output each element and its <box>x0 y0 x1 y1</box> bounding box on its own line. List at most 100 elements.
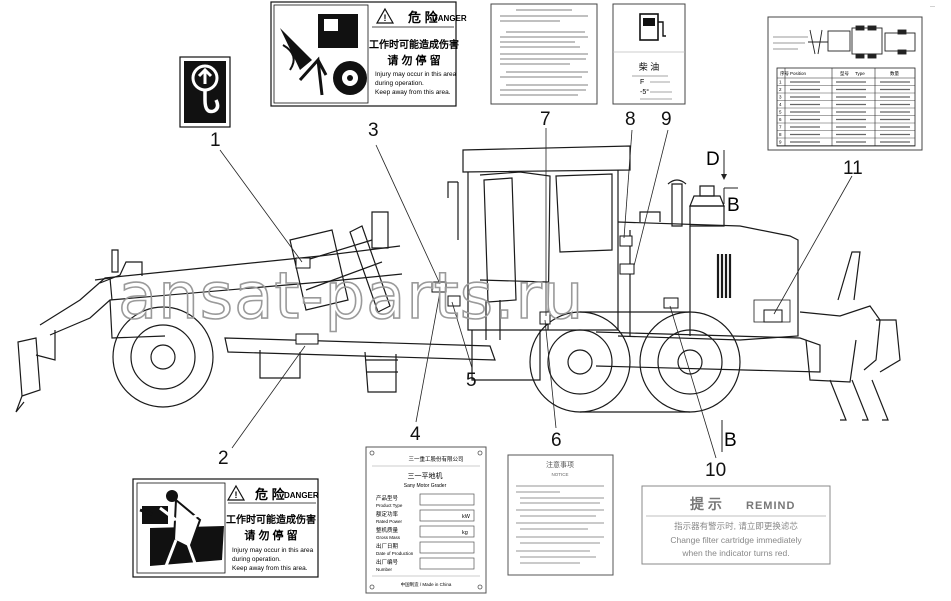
nameplate-company: 三一重工股份有限公司 <box>408 455 463 463</box>
hook-icon <box>191 64 220 114</box>
notice-title-en: NOTICE <box>551 472 568 477</box>
nameplate-row-label-cn: 出厂日期 <box>376 542 399 550</box>
danger-bottom-line3: Injury may occur in this area <box>232 547 314 554</box>
crushing-hazard-icon <box>139 490 224 567</box>
callout-1: 1 <box>210 130 221 151</box>
danger-line4: during operation. <box>375 80 424 87</box>
callout-2: 2 <box>218 448 229 469</box>
callout-leader-lines <box>219 128 853 459</box>
remind-line2: Change filter cartridge immediately <box>670 535 802 545</box>
notice-title-cn: 注意事项 <box>546 460 574 469</box>
nameplate-footer: 中国制造 / Made in China <box>401 581 452 588</box>
table-row-number: 4 <box>779 102 782 107</box>
nameplate-value-box <box>419 493 475 506</box>
danger-title-en: DANGER <box>432 14 467 23</box>
grader-blade-hazard-icon <box>280 14 367 96</box>
nameplate-value-box <box>419 557 475 570</box>
danger-line1: 工作时可能造成伤害 <box>369 38 459 51</box>
corner-mark: — <box>930 4 935 10</box>
table-header-no: 序号 <box>780 70 789 77</box>
remind-title-en: REMIND <box>746 500 795 512</box>
remind-line3: when the indicator turns red. <box>681 548 789 558</box>
danger-line3: Injury may occur in this area <box>375 71 457 78</box>
nameplate-row-unit: kg <box>462 530 468 536</box>
table-row-number: 8 <box>779 132 782 137</box>
danger-line2: 请 勿 停 留 <box>387 53 440 67</box>
danger-bottom-line5: Keep away from this area. <box>232 565 308 572</box>
nameplate-row-label-en: Gross Mass <box>376 535 401 540</box>
fuel-line2: -5° <box>640 88 649 96</box>
callout-6: 6 <box>551 430 562 451</box>
table-header-type: Type <box>855 71 865 76</box>
motor-grader-drawing <box>15 145 901 421</box>
callout-7: 7 <box>540 109 551 130</box>
nameplate-row-label-en: Date of Production <box>376 551 414 556</box>
lifting-hook-decal <box>179 56 231 128</box>
remind-title-cn: 提 示 <box>690 496 722 512</box>
danger-bottom-title-en: DANGER <box>284 491 319 500</box>
table-header-model: 型号 <box>840 70 849 77</box>
nameplate-row-label-en: Number <box>376 567 393 572</box>
danger-bottom-line1: 工作时可能造成伤害 <box>226 513 316 526</box>
instruction-label-7 <box>490 3 598 105</box>
svg-text:!: ! <box>235 490 238 500</box>
danger-label-bottom: ! 危 险 DANGER 工作时可能造成伤害 请 勿 停 留 Injury ma… <box>132 478 319 578</box>
callout-10: 10 <box>705 460 726 481</box>
nameplate-value-box <box>419 525 475 538</box>
callout-8: 8 <box>625 109 636 130</box>
section-b-bottom: B <box>724 430 737 451</box>
danger-title-cn: 危 险 <box>408 10 439 25</box>
fuel-title: 柴 油 <box>639 61 660 72</box>
danger-bottom-line4: during operation. <box>232 556 281 563</box>
nameplate-value-box <box>419 509 475 522</box>
table-row-number: 1 <box>779 80 782 85</box>
section-d: D <box>706 149 720 170</box>
table-row-number: 6 <box>779 117 782 122</box>
product-nameplate: 三一重工股份有限公司 三一平地机 Sany Motor Grader 产品型号P… <box>365 446 487 594</box>
notice-label: 注意事项 NOTICE <box>507 454 614 576</box>
svg-text:!: ! <box>384 13 387 23</box>
table-row-number: 2 <box>779 87 782 92</box>
warning-triangle-icon: ! <box>375 7 395 24</box>
table-row-number: 9 <box>779 140 782 145</box>
nameplate-row-label-cn: 产品型号 <box>376 494 399 502</box>
nameplate-row-label-en: Rated Power <box>376 519 403 524</box>
table-row-number: 3 <box>779 95 782 100</box>
callout-5: 5 <box>466 370 477 391</box>
table-row-number: 7 <box>779 125 782 130</box>
table-header-qty: 数量 <box>890 70 899 77</box>
fuel-pump-icon <box>639 13 666 41</box>
danger-line5: Keep away from this area. <box>375 89 451 96</box>
danger-label-top: ! 危 险 DANGER 工作时可能造成伤害 请 勿 停 留 Injury ma… <box>270 1 467 107</box>
decal-markers-on-machine <box>295 235 783 345</box>
section-b-top: B <box>727 195 740 216</box>
callout-numbers: 1 2 3 4 5 6 7 8 9 10 11 <box>210 109 863 481</box>
nameplate-row-label-cn: 出厂编号 <box>376 558 399 566</box>
remind-line1: 指示器有警示时, 请立即更换滤芯 <box>674 521 798 531</box>
watermark: ansat-parts.ru <box>118 260 584 334</box>
danger-bottom-line2: 请 勿 停 留 <box>244 528 297 542</box>
nameplate-row-label-en: Product Type <box>376 503 403 508</box>
nameplate-row-label-cn: 额定功率 <box>376 510 399 518</box>
table-row-number: 5 <box>779 110 782 115</box>
callout-4: 4 <box>410 424 421 445</box>
remind-label: 提 示 REMIND 指示器有警示时, 请立即更换滤芯 Change filte… <box>641 485 831 565</box>
nameplate-row-unit: kW <box>462 514 471 520</box>
callout-9: 9 <box>661 109 672 130</box>
section-markers: D B B <box>706 149 740 452</box>
nameplate-value-box <box>419 541 475 554</box>
nameplate-row-label-cn: 整机质量 <box>376 526 399 534</box>
nameplate-title-cn: 三一平地机 <box>408 471 443 480</box>
fuel-line1: F <box>640 79 644 86</box>
danger-bottom-title-cn: 危 险 <box>255 487 286 502</box>
callout-3: 3 <box>368 120 379 141</box>
